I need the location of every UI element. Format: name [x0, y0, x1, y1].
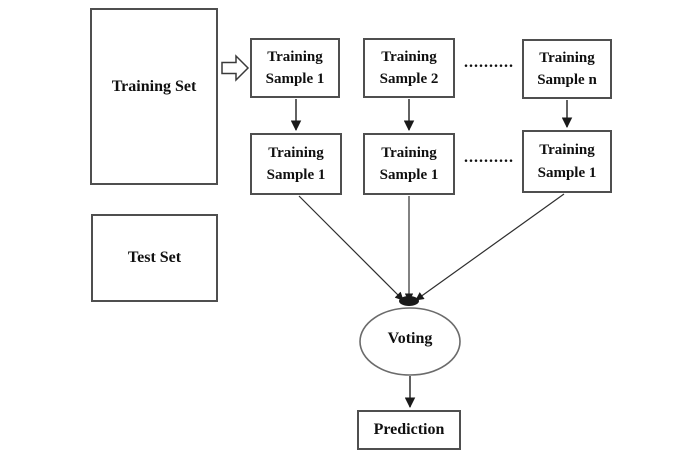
test-set-label: Test Set [127, 249, 182, 266]
training-sample-n-box: Training Sample n [522, 39, 612, 99]
training-set-label: Training Set [111, 77, 197, 95]
prediction-box: Prediction [357, 410, 461, 450]
voting-label: Voting [387, 330, 433, 347]
convergence-blob [399, 296, 419, 306]
block-arrow-icon [221, 54, 250, 82]
resampled-sample-1-box: Training Sample 1 [250, 133, 342, 195]
training-sample-n-label: Training Sample n [537, 49, 597, 89]
prediction-label: Prediction [373, 421, 445, 438]
ellipsis-bottom: .......... [464, 149, 514, 166]
training-set-box: Training Set [90, 8, 218, 185]
training-sample-1-box: Training Sample 1 [250, 38, 340, 98]
resampled-sample-3-box: Training Sample 1 [522, 130, 612, 193]
test-set-box: Test Set [91, 214, 218, 302]
training-sample-2-box: Training Sample 2 [363, 38, 455, 98]
voting-ellipse [359, 307, 461, 376]
resampled-sample-2-box: Training Sample 1 [363, 133, 455, 195]
resampled-sample-3-label: Training Sample 1 [537, 142, 597, 181]
training-sample-1-label: Training Sample 1 [265, 48, 325, 88]
resampled-sample-1-label: Training Sample 1 [266, 144, 326, 184]
arrow-bottom3-to-voting [415, 193, 565, 301]
ellipsis-top: .......... [464, 54, 514, 71]
training-sample-2-label: Training Sample 2 [379, 48, 439, 88]
resampled-sample-2-label: Training Sample 1 [379, 144, 439, 184]
arrow-bottom1-to-voting [298, 195, 404, 301]
